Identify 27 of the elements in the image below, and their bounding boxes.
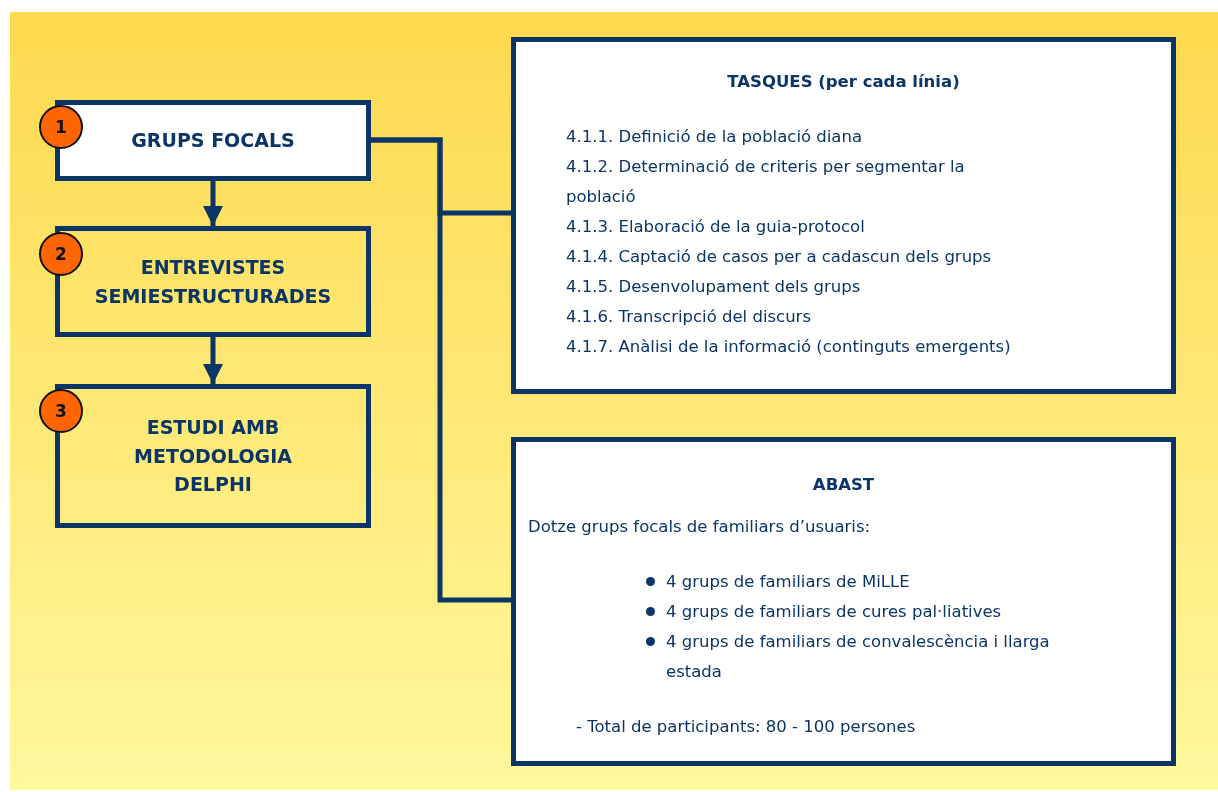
process-box bbox=[55, 226, 371, 337]
panel-text: 4.1.7. Anàlisi de la informació (continguts emergents) bbox=[566, 336, 1012, 358]
text-panel bbox=[511, 37, 1176, 394]
panel-text: 4.1.5. Desenvolupament dels grups bbox=[566, 276, 862, 298]
step-number: 3 bbox=[55, 401, 67, 421]
bullet-item: 4 grups de familiars de cures pal·liatives bbox=[666, 601, 1003, 623]
panel-text: - Total de participants: 80 - 100 persones bbox=[576, 716, 917, 738]
connector-arrow bbox=[203, 337, 223, 384]
step-number: 2 bbox=[55, 244, 67, 264]
panel-heading: ABAST bbox=[811, 474, 876, 496]
panel-text: 4.1.1. Definició de la població diana bbox=[566, 126, 864, 148]
process-box bbox=[55, 384, 371, 528]
box-label: ESTUDI AMB METODOLOGIA DELPHI bbox=[133, 415, 293, 498]
panel-text: 4.1.6. Transcripció del discurs bbox=[566, 306, 812, 328]
panel-heading: TASQUES (per cada línia) bbox=[726, 71, 961, 93]
step-number: 1 bbox=[55, 117, 67, 137]
process-box bbox=[55, 100, 371, 181]
connector-arrow bbox=[203, 181, 223, 226]
panel-text: 4.1.2. Determinació de criteris per segmentar la població bbox=[566, 156, 966, 208]
panel-text: 4.1.4. Captació de casos per a cadascun dels grups bbox=[566, 246, 993, 268]
bullet-item: 4 grups de familiars de convalescència i llarga estada bbox=[666, 631, 1051, 683]
panel-text: 4.1.3. Elaboració de la guia-protocol bbox=[566, 216, 866, 238]
text-panel bbox=[511, 437, 1176, 766]
bullet-item: 4 grups de familiars de MiLLE bbox=[666, 571, 911, 593]
box-label: ENTREVISTES SEMIESTRUCTURADES bbox=[93, 255, 333, 309]
box-label: GRUPS FOCALS bbox=[130, 128, 296, 154]
panel-text: Dotze grups focals de familiars d’usuaris: bbox=[528, 516, 872, 538]
